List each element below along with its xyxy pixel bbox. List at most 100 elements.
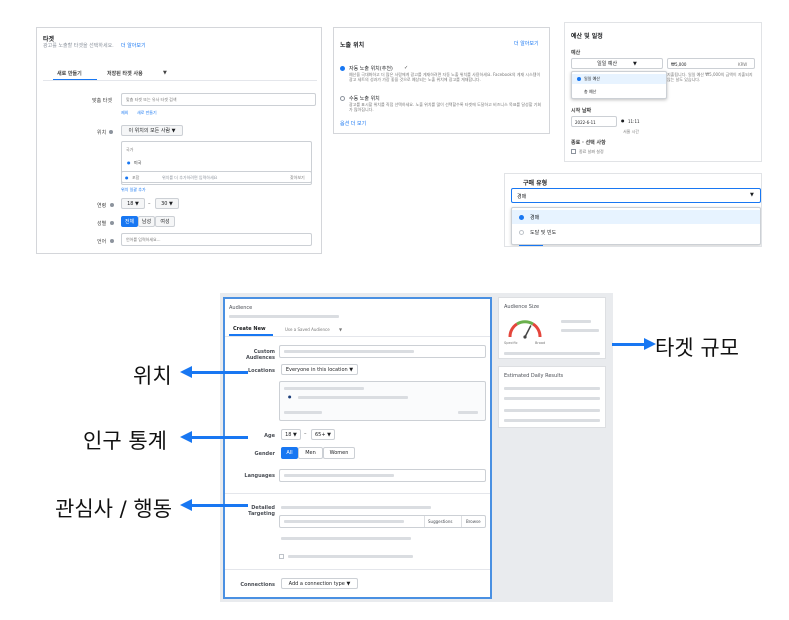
radio-unselected-icon[interactable] [340,96,345,101]
audience-size-panel: Audience Size Specific Broad [498,297,606,359]
radio-selected-icon[interactable] [340,66,345,71]
option-auto-label[interactable]: 자동 노출 위치(추천) [349,66,393,72]
age-min-dropdown[interactable]: 18 ▼ [121,198,145,209]
menu-highlight [512,210,760,224]
menu-item-daily[interactable]: 일일 예산 [584,76,600,81]
info-icon[interactable] [109,130,113,134]
budget-amount-input[interactable]: ₩5,000 KRW [667,58,755,69]
more-options-link[interactable]: 옵션 더 보기 [340,121,367,127]
budget-type-dropdown[interactable]: 일일 예산 ▼ [571,58,663,69]
create-new-link[interactable]: 새로 만들기 [137,110,157,115]
location-search-input[interactable]: 위치를 더 추가하려면 입력하세요 [162,175,218,180]
tab-create-new[interactable]: Create New [233,326,266,332]
callout-demographics: 인구 통계 [83,429,167,453]
gender-women-button[interactable]: Women [323,447,355,459]
menu-item-reach-frequency[interactable]: 도달 및 빈도 [530,230,557,236]
budget-schedule-panel: 예산 및 일정 예산 일일 예산 ▼ ₩5,000 KRW 일일 예산 총 예산… [564,22,762,162]
info-icon[interactable] [110,221,114,225]
divider [43,80,317,81]
custom-audiences-input[interactable] [279,345,486,358]
placeholder-bar [288,555,413,558]
info-icon[interactable] [110,203,114,207]
clock-icon: ● [621,118,625,123]
gender-label: 성별 [97,221,107,227]
languages-input[interactable] [279,469,486,482]
callout-audience-size: 타겟 규모 [655,336,739,360]
option-auto-desc: 예산을 극대화하고 더 많은 사람에게 광고를 게재하려면 자동 노출 위치를 … [349,72,541,82]
placeholder-bar [229,315,339,318]
menu-item-auction[interactable]: 경매 [530,215,540,221]
browse-button[interactable]: 찾아보기 [290,175,305,180]
language-input[interactable]: 언어를 입력하세요... [121,233,312,246]
start-time: 11:11 [628,119,640,124]
callout-interests: 관심사 / 행동 [55,497,173,521]
tab-saved-audience[interactable]: Use a Saved Audience [285,327,330,332]
tab-create-new[interactable]: 새로 만들기 [57,71,82,77]
language-label: 언어 [97,239,107,245]
callout-location: 위치 [133,364,172,388]
bulk-add-link[interactable]: 위치 일괄 추가 [121,187,146,192]
divider [424,516,425,527]
chevron-down-icon[interactable]: ▼ [163,70,167,76]
age-min-dropdown[interactable]: 18 ▼ [281,429,301,440]
placeholder-bar [561,329,599,332]
end-date-label: 종료 · 선택 사항 [571,140,606,146]
purchase-type-dropdown[interactable]: 경매 ▼ [511,188,761,203]
radio-selected-icon [577,77,581,81]
gender-female-button[interactable]: 여성 [155,216,175,227]
placeholder-bar [504,397,600,400]
active-tab-indicator [53,79,97,81]
connections-dropdown[interactable]: Add a connection type ▼ [281,578,358,589]
radio-selected-icon [519,215,524,220]
audience-panel-english: Audience Create New Use a Saved Audience… [223,297,492,599]
gender-male-button[interactable]: 남성 [138,216,155,227]
audience-panel-korean: 타겟 광고를 노출할 타겟을 선택하세요. 더 알아보기 새로 만들기 저장된 … [36,27,322,254]
detailed-targeting-label: Detailed Targeting [248,505,275,517]
end-date-checkbox[interactable] [571,149,576,154]
chevron-down-icon[interactable]: ▼ [339,327,343,332]
checkbox[interactable] [279,554,284,559]
menu-item-lifetime[interactable]: 총 예산 [584,89,597,94]
divider [461,516,462,527]
learn-more-link[interactable]: 더 알아보기 [121,43,146,49]
placeholder-bar [504,419,600,422]
placeholder-bar [281,537,411,540]
suggestions-button[interactable]: Suggestions [428,519,453,524]
tab-saved-audience[interactable]: 저장된 타겟 사용 [107,71,143,77]
custom-audience-label: 맞춤 타겟 [92,98,112,104]
arrow-right-icon [612,338,656,350]
divider [225,336,490,337]
age-max-dropdown[interactable]: 65+ ▼ [311,429,335,440]
arrow-left-icon [180,431,248,443]
browse-button[interactable]: Browse [466,519,481,524]
gender-men-button[interactable]: Men [298,447,323,459]
gender-all-button[interactable]: All [281,447,298,459]
info-icon[interactable] [110,239,114,243]
start-date-input[interactable]: 2022-6-11 [571,116,617,127]
custom-audience-input[interactable]: 맞춤 타겟 또는 유사 타겟 검색 [121,93,316,106]
budget-type-menu: 일일 예산 총 예산 [571,71,667,99]
languages-label: Languages [244,473,275,479]
placeholder-bar [284,350,414,353]
budget-amount: ₩5,000 [671,62,687,67]
menu-highlight [572,74,666,84]
arrow-left-icon [180,366,248,378]
age-label: Age [264,433,275,439]
radio-unselected-icon [519,230,524,235]
include-dropdown[interactable]: 포함 [132,175,140,180]
location-type-dropdown[interactable]: 이 위치의 모든 사람 ▼ [121,125,183,136]
panel-subtitle: 광고를 노출할 타겟을 선택하세요. [43,43,114,49]
gender-all-button[interactable]: 전체 [121,216,138,227]
locations-type-dropdown[interactable]: Everyone in this location ▼ [281,364,358,375]
detailed-targeting-input[interactable]: Suggestions Browse [279,515,486,528]
location-pin-icon: ● [125,175,129,180]
exclude-link[interactable]: 제외 [121,110,129,115]
age-dash: – [148,201,151,207]
gauge-broad-label: Broad [535,341,546,345]
button-edge [519,245,543,246]
audience-size-gauge [508,320,542,339]
age-max-dropdown[interactable]: 30 ▼ [155,198,179,209]
option-manual-label[interactable]: 수동 노출 위치 [349,96,380,102]
learn-more-link[interactable]: 더 알아보기 [514,41,539,47]
start-time-input[interactable]: 11:11 [619,116,649,127]
